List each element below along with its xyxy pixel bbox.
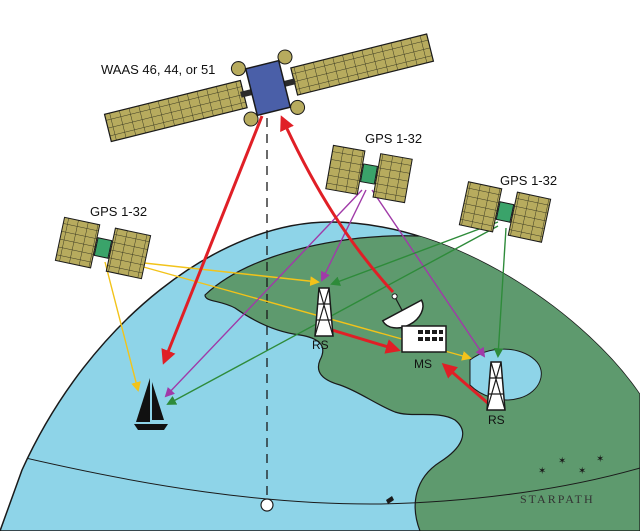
gps-satellite-top: [325, 144, 413, 204]
gps-left-label: GPS 1-32: [90, 204, 147, 219]
gps-body-left: [93, 237, 113, 259]
gps-body-right: [495, 201, 515, 223]
signals-right-gps: [166, 221, 507, 405]
master-station: [381, 293, 447, 353]
starpath-stars: ✶ ✶ ✶ ✶: [538, 454, 604, 477]
reference-station-right: [486, 361, 506, 411]
svg-text:✶: ✶: [558, 456, 566, 467]
gps-body-top: [359, 163, 379, 185]
control-building: [401, 325, 447, 353]
sailboat-icon: [134, 378, 168, 430]
gps-satellite-right: [458, 181, 552, 243]
starpath-brand: STARPATH: [520, 492, 595, 506]
satellite-dish-icon: [381, 293, 424, 329]
gps-right-label: GPS 1-32: [500, 173, 557, 188]
waas-satellite: [103, 33, 435, 143]
gps-satellite-left: [54, 216, 152, 280]
rs-right-label: RS: [488, 413, 505, 427]
waas-label: WAAS 46, 44, or 51: [101, 62, 215, 77]
waas-right-solar-panel: [290, 33, 435, 96]
signals-top-gps: [164, 189, 486, 398]
signals-waas-red: [161, 115, 491, 407]
bay: [469, 348, 542, 401]
svg-text:✶: ✶: [538, 466, 546, 477]
waas-body: [244, 59, 292, 117]
reference-station-left: [314, 287, 334, 337]
gps-top-label: GPS 1-32: [365, 131, 422, 146]
waas-left-solar-panel: [103, 79, 248, 143]
svg-text:✶: ✶: [578, 466, 586, 477]
nadir-point: [260, 498, 274, 512]
earth: [0, 221, 640, 531]
svg-text:✶: ✶: [596, 454, 604, 465]
ms-label: MS: [414, 357, 432, 371]
rs-left-label: RS: [312, 338, 329, 352]
tiny-boat-marker: [386, 496, 394, 504]
equator-line: [0, 451, 640, 505]
